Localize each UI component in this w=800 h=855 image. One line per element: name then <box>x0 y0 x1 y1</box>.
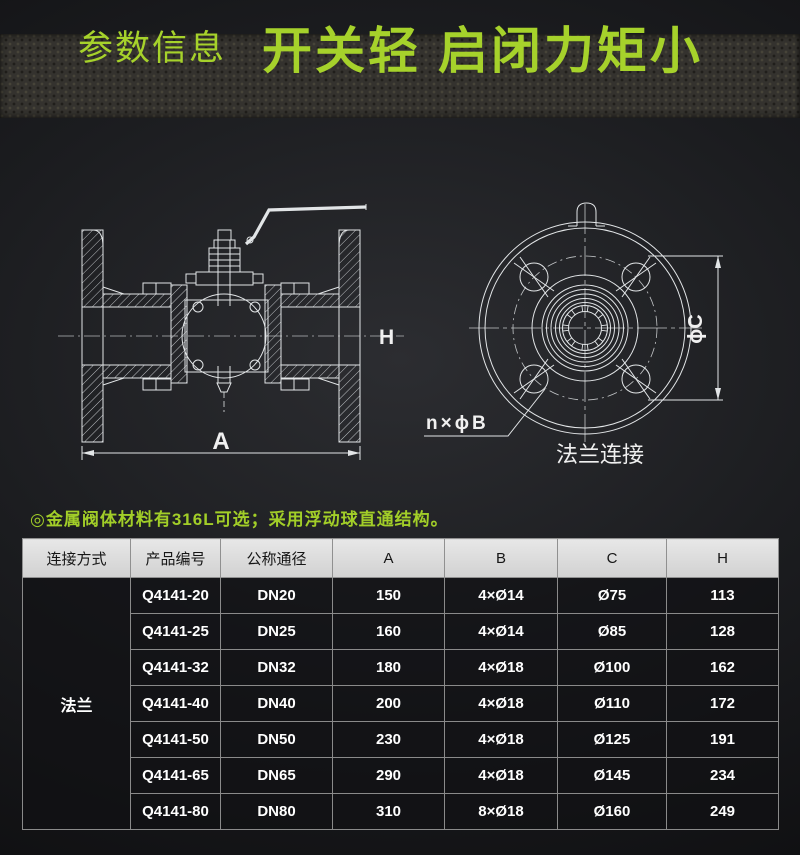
table-row: Q4141-80 DN80 310 8×Ø18 Ø160 249 <box>23 793 779 830</box>
a-cell: 290 <box>332 757 445 794</box>
table-row: Q4141-25 DN25 160 4×Ø14 Ø85 128 <box>23 613 779 650</box>
h-cell: 234 <box>666 757 779 794</box>
spec-table: 连接方式 产品编号 公称通径 A B C H 法兰 Q4141-20 DN20 … <box>22 538 779 830</box>
b-cell: 8×Ø18 <box>444 793 558 830</box>
height-dim-label: H <box>379 326 394 349</box>
raised-face-rings <box>531 274 639 382</box>
dn-cell: DN80 <box>220 793 333 830</box>
bolt-holes <box>513 256 657 400</box>
c-cell: Ø75 <box>557 577 667 614</box>
b-cell: 4×Ø14 <box>444 613 558 650</box>
h-cell: 113 <box>666 577 779 614</box>
b-cell: 4×Ø18 <box>444 721 558 758</box>
dimension-c <box>648 255 723 401</box>
h-cell: 162 <box>666 649 779 686</box>
drain-plug <box>216 382 232 412</box>
material-note: ◎金属阀体材料有316L可选；采用浮动球直通结构。 <box>30 510 449 529</box>
dn-cell: DN20 <box>220 577 333 614</box>
h-cell: 172 <box>666 685 779 722</box>
header-band <box>0 34 800 118</box>
front-view-drawing: ϕC n×ϕB 法兰连接 <box>424 202 723 467</box>
table-row: Q4141-50 DN50 230 4×Ø18 Ø125 191 <box>23 721 779 758</box>
col-header-connection: 连接方式 <box>22 538 131 578</box>
table-row: Q4141-40 DN40 200 4×Ø18 Ø110 172 <box>23 685 779 722</box>
handle-lever <box>244 204 367 246</box>
a-cell: 230 <box>332 721 445 758</box>
c-cell: Ø160 <box>557 793 667 830</box>
model-cell: Q4141-40 <box>130 685 221 722</box>
c-cell: Ø145 <box>557 757 667 794</box>
dn-cell: DN25 <box>220 613 333 650</box>
col-header-a: A <box>332 538 445 578</box>
model-cell: Q4141-25 <box>130 613 221 650</box>
c-cell: Ø100 <box>557 649 667 686</box>
a-cell: 150 <box>332 577 445 614</box>
model-cell: Q4141-80 <box>130 793 221 830</box>
table-header-row: 连接方式 产品编号 公称通径 A B C H <box>22 538 779 578</box>
dn-cell: DN50 <box>220 721 333 758</box>
flange-outline <box>478 221 692 435</box>
a-cell: 200 <box>332 685 445 722</box>
b-cell: 4×Ø18 <box>444 685 558 722</box>
a-cell: 160 <box>332 613 445 650</box>
col-header-dn: 公称通径 <box>220 538 333 578</box>
c-cell: Ø110 <box>557 685 667 722</box>
front-view-caption: 法兰连接 <box>556 442 644 467</box>
bolt-circle <box>512 255 658 401</box>
a-cell: 310 <box>332 793 445 830</box>
dimension-a <box>81 446 361 460</box>
right-flange <box>338 229 361 443</box>
ball <box>181 293 267 383</box>
valve-body <box>142 282 310 391</box>
table-row: 法兰 Q4141-20 DN20 150 4×Ø14 Ø75 113 <box>22 577 779 830</box>
left-flange <box>81 229 104 443</box>
b-cell: 4×Ø14 <box>444 577 558 614</box>
col-header-h: H <box>666 538 779 578</box>
model-cell: Q4141-50 <box>130 721 221 758</box>
model-cell: Q4141-65 <box>130 757 221 794</box>
dn-cell: DN32 <box>220 649 333 686</box>
col-header-b: B <box>444 538 558 578</box>
stem-bonnet <box>185 229 264 306</box>
h-cell: 191 <box>666 721 779 758</box>
length-dim-label: A <box>212 428 229 455</box>
page-title: 开关轻 启闭力矩小 <box>262 23 703 79</box>
pipe-walls <box>102 286 340 386</box>
h-cell: 128 <box>666 613 779 650</box>
col-header-c: C <box>557 538 667 578</box>
diameter-c-label: ϕC <box>685 314 707 343</box>
bolt-holes-label: n×ϕB <box>426 413 489 434</box>
connection-type-cell: 法兰 <box>22 577 131 830</box>
side-view-drawing: H A <box>58 204 404 460</box>
h-cell: 249 <box>666 793 779 830</box>
dn-cell: DN40 <box>220 685 333 722</box>
b-cell: 4×Ø18 <box>444 757 558 794</box>
bolt-leader <box>424 388 546 437</box>
col-header-model: 产品编号 <box>130 538 221 578</box>
bore <box>562 305 608 351</box>
c-cell: Ø85 <box>557 613 667 650</box>
dn-cell: DN65 <box>220 757 333 794</box>
model-cell: Q4141-32 <box>130 649 221 686</box>
c-cell: Ø125 <box>557 721 667 758</box>
b-cell: 4×Ø18 <box>444 649 558 686</box>
table-row: Q4141-65 DN65 290 4×Ø18 Ø145 234 <box>23 757 779 794</box>
section-badge: 参数信息 <box>78 29 227 68</box>
model-cell: Q4141-20 <box>130 577 221 614</box>
stem-tab <box>568 202 605 227</box>
a-cell: 180 <box>332 649 445 686</box>
table-row: Q4141-32 DN32 180 4×Ø18 Ø100 162 <box>23 649 779 686</box>
